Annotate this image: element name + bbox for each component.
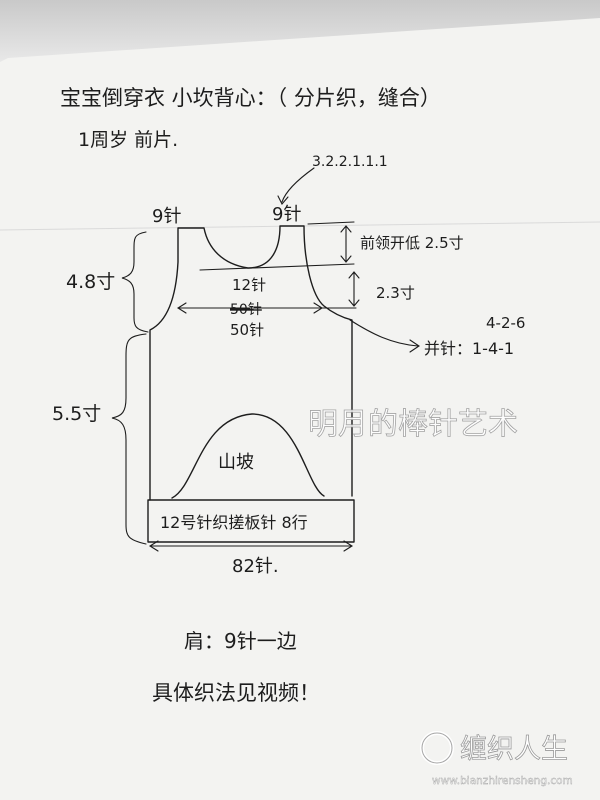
- neck-decrease-arrowhead: [277, 195, 289, 205]
- neck-drop-label: 前领开低 2.5寸: [360, 234, 464, 252]
- armhole-decrease-arrowhead: [409, 339, 420, 353]
- neck-bottom-line: [199, 263, 355, 271]
- upper-height-brace: [121, 231, 149, 333]
- lower-height-label: 5.5寸: [52, 403, 101, 425]
- neck-decrease-text: 3.2.2.1.1.1: [312, 154, 388, 170]
- site-logo: 缠织人生 www.bianzhirensheng.com: [420, 731, 573, 787]
- hill-label: 山坡: [218, 452, 254, 473]
- chest-stitches-bottom: 50针: [230, 321, 264, 339]
- hem-band: [147, 499, 355, 543]
- neck-drop-arrow: [340, 225, 352, 263]
- logo-url: www.bianzhirensheng.com: [432, 775, 573, 787]
- watermark-text: 明月的棒针艺术: [308, 407, 518, 442]
- chest-stitches-top: 12针: [232, 276, 266, 294]
- logo-swirl-outline: [421, 732, 453, 764]
- armhole-height-arrow: [348, 271, 360, 307]
- bottom-width-arrow: [148, 540, 354, 552]
- armhole-decrease-note: 4-2-6: [486, 314, 525, 332]
- hill-pattern: [171, 413, 325, 499]
- lower-height-brace: [111, 333, 147, 545]
- title-text: 宝宝倒穿衣 小坎背心：（ 分片织，缝合）: [60, 86, 441, 110]
- hem-label: 12号针织搓板针 8行: [160, 513, 308, 532]
- neck-decrease-arrow: [281, 167, 315, 203]
- strap-right-label: 9针: [272, 204, 301, 225]
- upper-height-label: 4.8寸: [66, 271, 115, 293]
- subtitle-text: 1周岁 前片.: [78, 129, 178, 151]
- garment-outline: [149, 225, 353, 501]
- armhole-decrease-label: 并针：1-4-1: [424, 339, 514, 358]
- shoulder-note: 肩：9针一边: [184, 629, 297, 653]
- armhole-decrease-arrow: [349, 319, 419, 347]
- video-note: 具体织法见视频！: [152, 681, 320, 705]
- bottom-stitches-label: 82针.: [232, 556, 279, 577]
- strap-left-label: 9针: [152, 206, 181, 227]
- armhole-height-label: 2.3寸: [376, 284, 415, 302]
- logo-text: 缠织人生: [460, 734, 568, 765]
- paper-background: [0, 18, 600, 800]
- neck-top-line: [307, 221, 355, 225]
